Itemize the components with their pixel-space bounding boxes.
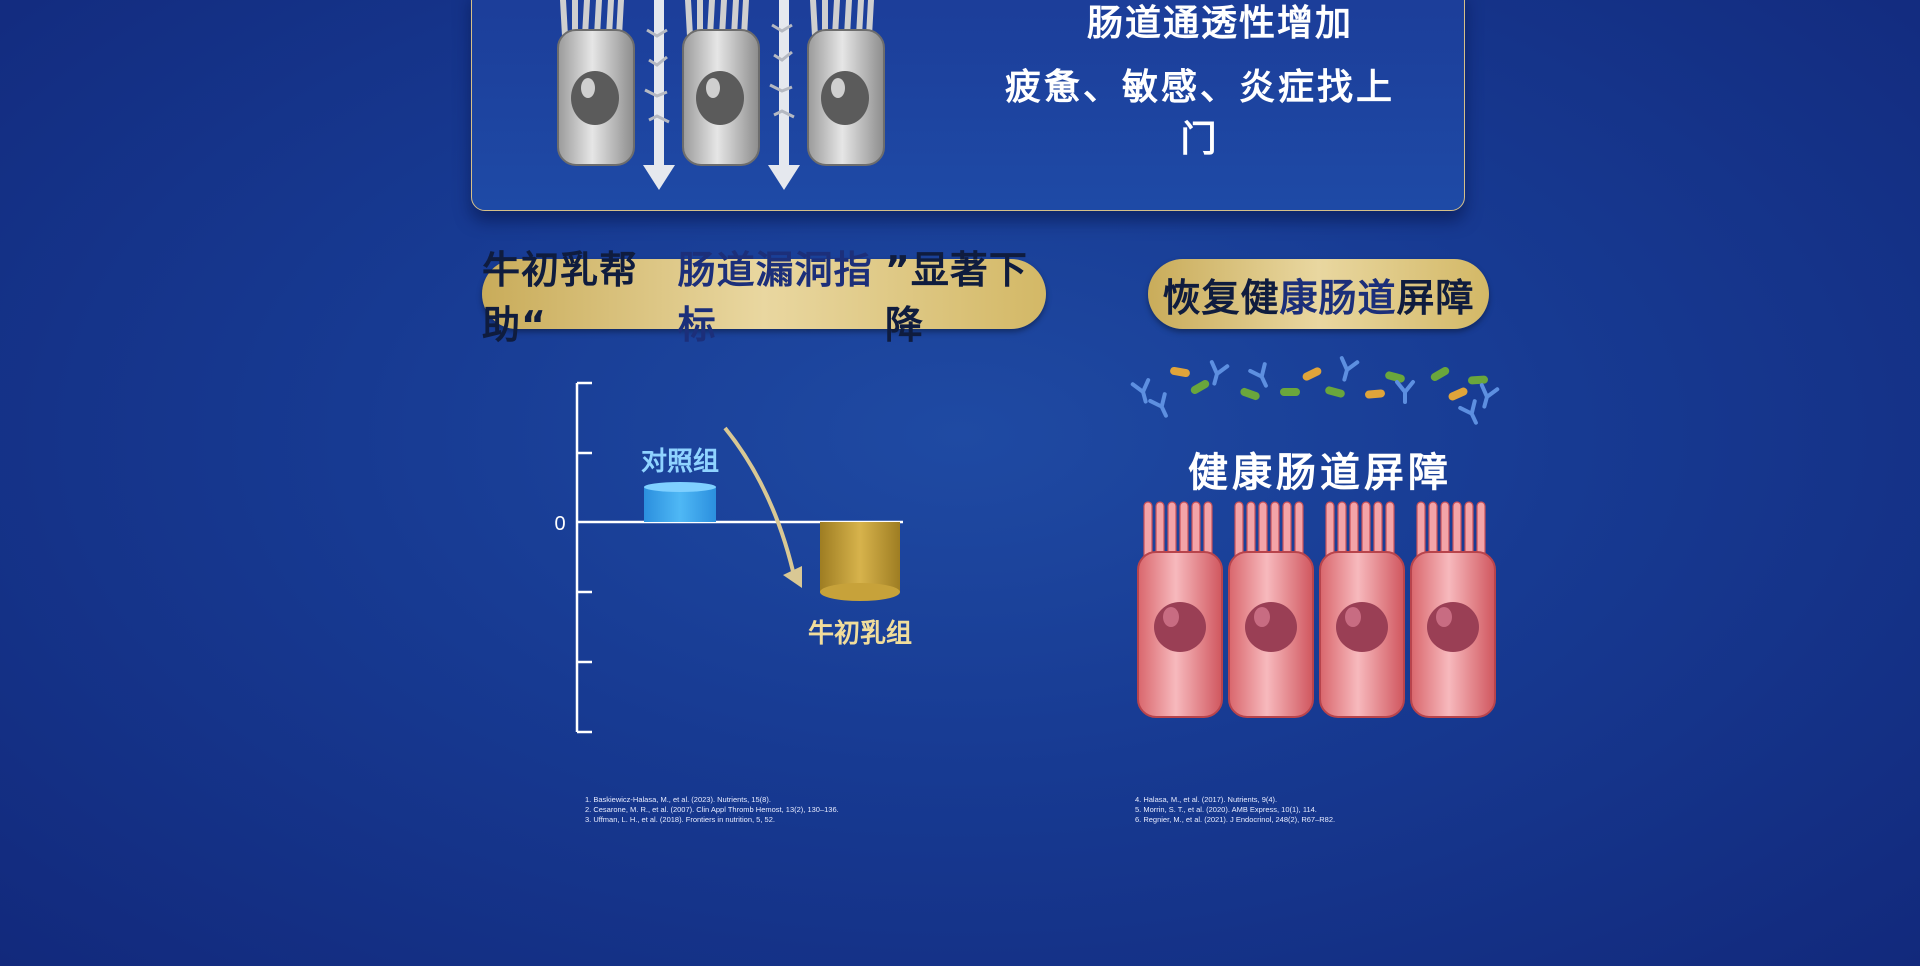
healthy-cell (1137, 501, 1223, 718)
pill-text-end: ”显著下降 (884, 248, 1028, 347)
healthy-cell (1228, 501, 1314, 718)
healthy-cell (1410, 501, 1496, 718)
top-panel-headline: 肠道通透性增加 (1086, 3, 1353, 44)
gray-cell (807, 0, 885, 166)
section-title-leaky-index: 牛初乳帮助“ 肠道漏洞指标”显著下降 (482, 248, 1046, 347)
pill-text-start: 恢复健 (1162, 275, 1280, 320)
pill-text-start: 牛初乳帮助“ (482, 248, 639, 347)
pill-text-highlight: 肠道漏洞指标 (677, 248, 873, 347)
top-panel-subline: 疲惫、敏感、炎症找上门 (1004, 67, 1395, 160)
bacterium-icon (1280, 388, 1300, 396)
bacterium-icon (1365, 389, 1385, 399)
y-axis-ticks (577, 381, 592, 734)
leak-arrow (768, 0, 800, 190)
bacterium-icon (1325, 386, 1345, 398)
antibody-icon (1479, 383, 1500, 409)
leaky-gut-panel (471, 0, 1465, 211)
gray-cell (557, 0, 635, 166)
antibody-icon (1458, 399, 1478, 425)
reference-line: 2. Cesarone, M. R., et al. (2007). Clin … (585, 805, 839, 814)
bar-colostrum (820, 522, 900, 601)
leak-arrow (643, 0, 675, 190)
pill-text-end: 屏障 (1396, 275, 1475, 320)
references-right: 4. Halasa, M., et al. (2017). Nutrients,… (1135, 795, 1335, 825)
bacterium-icon (1170, 366, 1190, 378)
gut-bacteria-illustration (1130, 356, 1500, 425)
bacterium-icon (1430, 367, 1450, 381)
antibody-icon (1395, 380, 1415, 404)
reference-line: 5. Morrin, S. T., et al. (2020). AMB Exp… (1135, 805, 1317, 814)
bar-control (644, 482, 716, 522)
gray-cell (682, 0, 760, 166)
antibody-icon (1248, 362, 1268, 388)
decrease-arrow (723, 426, 797, 581)
antibody-icon (1339, 356, 1360, 382)
bacterium-icon (1190, 380, 1210, 394)
antibody-icon (1130, 378, 1151, 404)
bacterium-icon (1240, 387, 1260, 401)
bacterium-icon (1385, 371, 1405, 383)
reference-line: 6. Regnier, M., et al. (2021). J Endocri… (1135, 815, 1336, 824)
leaky-index-chart: 0 对照组 牛初乳组 (554, 381, 912, 734)
reference-line: 4. Halasa, M., et al. (2017). Nutrients,… (1135, 795, 1278, 804)
zero-tick-label: 0 (554, 513, 565, 535)
decrease-arrowhead (783, 566, 802, 588)
bacterium-icon (1448, 387, 1468, 401)
healthy-cells-illustration (1137, 501, 1496, 718)
category-label-colostrum: 牛初乳组 (808, 618, 912, 649)
antibody-icon (1209, 360, 1230, 386)
references-left: 1. Baskiewicz-Halasa, M., et al. (2023).… (585, 795, 839, 825)
category-label-control: 对照组 (641, 446, 719, 477)
healthy-barrier-title: 健康肠道屏障 (1188, 450, 1452, 496)
antibody-icon (1148, 392, 1168, 418)
leaky-gut-cells-illustration (557, 0, 885, 190)
reference-line: 1. Baskiewicz-Halasa, M., et al. (2023).… (585, 795, 771, 804)
bacterium-icon (1302, 367, 1322, 381)
bacterium-icon (1468, 375, 1488, 385)
healthy-cell (1319, 501, 1405, 718)
section-title-restore-barrier: 恢复健康肠道屏障 (1148, 259, 1489, 329)
reference-line: 3. Uffman, L. H., et al. (2018). Frontie… (585, 815, 775, 824)
pill-text-highlight: 康肠道 (1279, 275, 1397, 320)
